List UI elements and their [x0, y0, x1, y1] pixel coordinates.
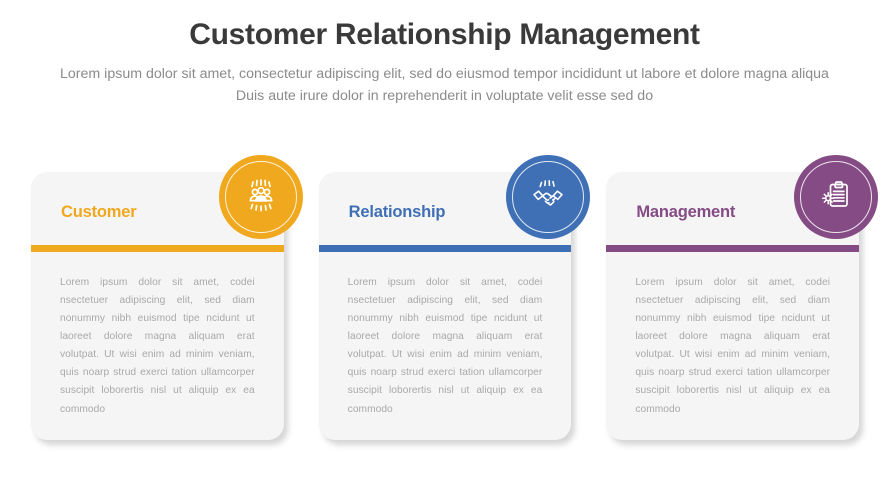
badge-management[interactable]: [794, 155, 879, 239]
badge-ring: [800, 161, 873, 233]
clipboard-gear-icon: [813, 172, 859, 223]
badge-relationship[interactable]: [506, 155, 591, 239]
card-customer[interactable]: Customer Lorem ipsum dolor sit amet, cod…: [31, 155, 303, 440]
card-title: Management: [636, 203, 736, 221]
people-group-icon: [239, 173, 283, 222]
cards-row: Customer Lorem ipsum dolor sit amet, cod…: [31, 155, 879, 440]
page-subtitle: Lorem ipsum dolor sit amet, consectetur …: [60, 65, 829, 104]
card-description: Lorem ipsum dolor sit amet, codei nsecte…: [635, 276, 831, 415]
badge-ring: [512, 161, 585, 233]
accent-bar: [318, 244, 572, 252]
card-management[interactable]: Management Lorem ipsum dolor sit amet, c…: [606, 155, 879, 440]
card-body-container: Relationship Lorem ipsum dolor sit amet,…: [318, 172, 572, 440]
card-description: Lorem ipsum dolor sit amet, codei nsecte…: [347, 276, 543, 415]
card-title: Customer: [61, 203, 137, 221]
accent-bar: [31, 244, 284, 252]
badge-ring: [224, 161, 297, 233]
header: Customer Relationship Management Lorem i…: [0, 18, 889, 107]
page-title: Customer Relationship Management: [189, 18, 700, 51]
card-title: Relationship: [348, 203, 446, 221]
accent-bar: [606, 244, 860, 252]
card-relationship[interactable]: Relationship Lorem ipsum dolor sit amet,…: [318, 155, 591, 440]
handshake-icon: [525, 172, 571, 223]
badge-customer[interactable]: [218, 155, 303, 239]
card-description: Lorem ipsum dolor sit amet, codei nsecte…: [60, 276, 255, 415]
